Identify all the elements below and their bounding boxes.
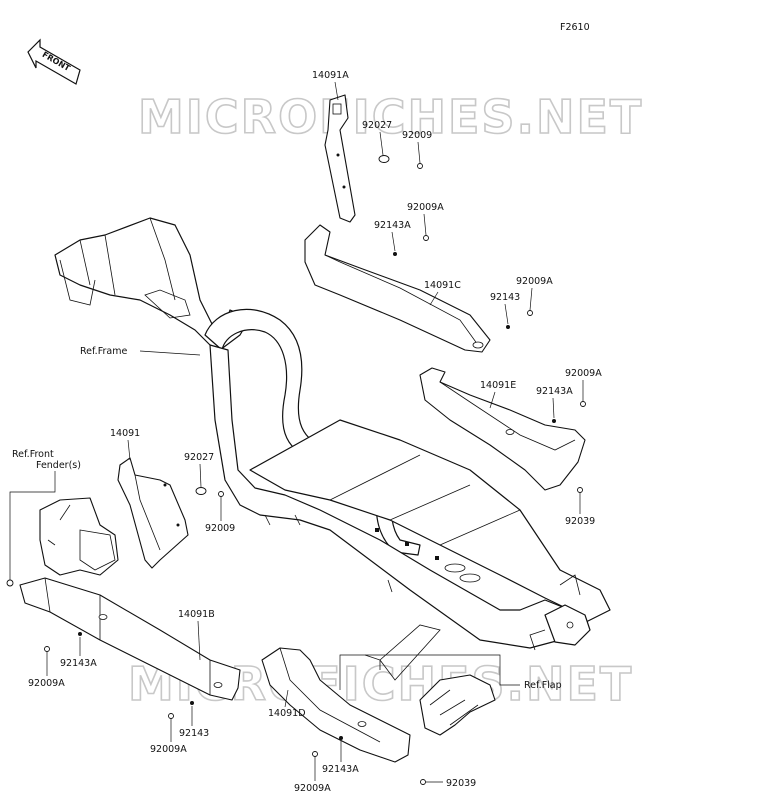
ref-flap-label: Ref.Flap bbox=[524, 680, 562, 691]
bolt-icon bbox=[423, 235, 429, 241]
cover-14091c bbox=[304, 224, 491, 353]
callout-92009a-5: 92009A bbox=[150, 744, 187, 755]
frame-assembly bbox=[54, 217, 611, 651]
nut-icon bbox=[506, 325, 510, 329]
bolt-icon bbox=[168, 713, 174, 719]
screw-icon bbox=[577, 487, 583, 493]
callout-92027-left: 92027 bbox=[184, 452, 214, 463]
cover-14091b bbox=[6, 577, 241, 701]
watermark-top: MICROFICHES.NET bbox=[138, 90, 643, 144]
nut-icon bbox=[190, 701, 194, 705]
bolt-icon bbox=[44, 646, 50, 652]
bolt-icon bbox=[417, 163, 423, 169]
callout-92009a-2: 92009A bbox=[516, 276, 553, 287]
callout-92143a-1: 92143A bbox=[374, 220, 411, 231]
callout-92009a-6: 92009A bbox=[294, 783, 331, 794]
callout-92009a-1: 92009A bbox=[407, 202, 444, 213]
callout-92143: 92143 bbox=[490, 292, 520, 303]
cover-14091a bbox=[324, 94, 356, 223]
bolt-icon bbox=[218, 491, 224, 497]
washer-icon bbox=[378, 155, 390, 163]
cover-14091 bbox=[117, 457, 189, 569]
ref-front-label-line1: Ref.Front bbox=[12, 449, 54, 460]
callout-92027-top: 92027 bbox=[362, 120, 392, 131]
bolt-icon bbox=[580, 401, 586, 407]
figure-code: F2610 bbox=[560, 22, 590, 33]
nut-icon bbox=[78, 632, 82, 636]
callout-92143-bottom: 92143 bbox=[179, 728, 209, 739]
callout-92039-right: 92039 bbox=[565, 516, 595, 527]
callout-92009-left: 92009 bbox=[205, 523, 235, 534]
callout-14091b: 14091B bbox=[178, 609, 215, 620]
bolt-icon bbox=[527, 310, 533, 316]
callout-92143a-2: 92143A bbox=[536, 386, 573, 397]
ref-frame-label: Ref.Frame bbox=[80, 346, 127, 357]
screw-icon bbox=[420, 779, 426, 785]
washer-icon bbox=[195, 487, 207, 495]
callout-14091e: 14091E bbox=[480, 380, 516, 391]
callout-14091c: 14091C bbox=[424, 280, 461, 291]
callout-92009-top: 92009 bbox=[402, 130, 432, 141]
front-fender-ref bbox=[39, 497, 119, 576]
callout-92143a-4: 92143A bbox=[322, 764, 359, 775]
callout-14091d: 14091D bbox=[268, 708, 306, 719]
flap-ref bbox=[364, 624, 496, 736]
bolt-icon bbox=[312, 751, 318, 757]
callout-92039-bottom: 92039 bbox=[446, 778, 476, 789]
cover-14091d bbox=[261, 647, 411, 763]
cover-14091e bbox=[419, 367, 586, 491]
callout-92009a-4: 92009A bbox=[28, 678, 65, 689]
callout-14091a: 14091A bbox=[312, 70, 349, 81]
callout-92009a-3: 92009A bbox=[565, 368, 602, 379]
ref-front-label-line2: Fender(s) bbox=[36, 460, 81, 471]
nut-icon bbox=[393, 252, 397, 256]
nut-icon bbox=[552, 419, 556, 423]
callout-92143a-3: 92143A bbox=[60, 658, 97, 669]
callout-14091: 14091 bbox=[110, 428, 140, 439]
nut-icon bbox=[339, 736, 343, 740]
front-arrow-icon: FRONT bbox=[27, 38, 81, 85]
